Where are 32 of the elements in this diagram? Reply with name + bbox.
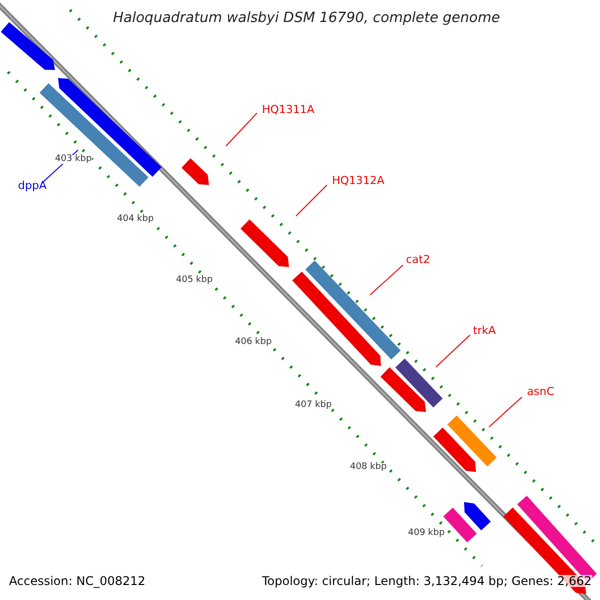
gene-label: HQ1311A — [262, 104, 314, 115]
gene-label: asnC — [527, 386, 554, 397]
gene-bar — [305, 260, 401, 360]
leader-line — [370, 264, 404, 296]
gene-bar — [464, 502, 491, 530]
gene-label: HQ1312A — [332, 175, 384, 186]
gene-bar — [433, 428, 476, 472]
gene-bar — [0, 22, 55, 70]
gene-bar — [292, 272, 381, 366]
tick-label: 406 kbp — [235, 338, 272, 347]
gene-label: cat2 — [406, 254, 430, 265]
gene-label: dppA — [18, 180, 46, 191]
leader-line — [488, 396, 522, 428]
gene-bar — [447, 416, 497, 466]
gene-bar — [380, 367, 426, 412]
leader-line — [296, 184, 328, 216]
tick-label: 405 kbp — [176, 276, 213, 285]
gene-bar — [443, 508, 477, 542]
tick-label: 408 kbp — [350, 463, 387, 472]
tick-label: 407 kbp — [295, 401, 332, 410]
footer-text: Topology: circular; Length: 3,132,494 bp; Genes: 2,662 — [262, 575, 592, 587]
tick-label: 409 kbp — [408, 529, 445, 538]
tick-label: 404 kbp — [117, 215, 154, 224]
leader-line — [226, 112, 258, 146]
tick-label: 403 kbp — [55, 155, 92, 164]
gene-bar — [395, 358, 443, 408]
gene-label: trkA — [473, 325, 496, 336]
footer-text: Accession: NC_008212 — [9, 575, 146, 587]
gene-bar — [182, 158, 209, 185]
leader-line — [436, 334, 470, 368]
title: Haloquadratum walsbyi DSM 16790, complete genome — [113, 11, 500, 25]
gene-bar — [240, 219, 289, 267]
